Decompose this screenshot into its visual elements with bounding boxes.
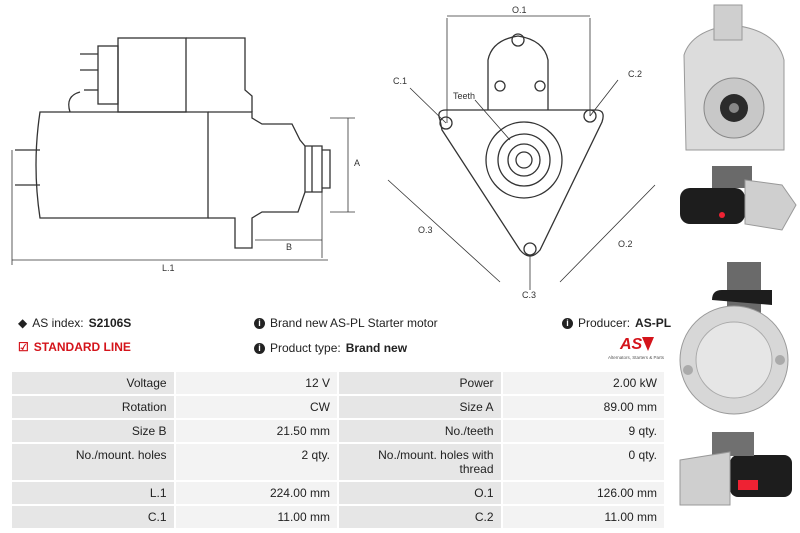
as-index-line: ◆ AS index: S2106S xyxy=(18,316,131,330)
solenoid-body xyxy=(117,37,187,113)
photo-angle xyxy=(679,432,792,506)
photo-rear xyxy=(679,262,789,415)
info-icon: i xyxy=(254,342,265,354)
brand-text: Brand new AS-PL Starter motor xyxy=(270,316,438,330)
spec-value-cell: 126.00 mm xyxy=(502,482,664,504)
spec-key-cell: Size A xyxy=(338,396,501,418)
spec-key-cell: C.2 xyxy=(338,506,501,528)
dim-a-label: A xyxy=(354,158,360,168)
spec-value-cell: 9 qty. xyxy=(502,420,664,442)
motor-body xyxy=(35,111,209,219)
product-type-line: i Product type: Brand new xyxy=(254,341,407,355)
spec-value-cell: 21.50 mm xyxy=(175,420,337,442)
spec-value-cell: 89.00 mm xyxy=(502,396,664,418)
dim-o1-label: O.1 xyxy=(512,5,527,15)
spec-key-cell: Power xyxy=(338,372,501,394)
dim-c1-label: C.1 xyxy=(393,76,407,86)
technical-drawing: A B L.1 O.1 C.1 C.2 Teeth O.3 O.2 C.3 xyxy=(11,5,656,300)
checkbox-icon: ☑ xyxy=(18,340,29,354)
dim-b-label: B xyxy=(286,242,292,252)
flange-front-view xyxy=(438,33,604,257)
logo-text: AS xyxy=(619,336,643,353)
producer-label: Producer: xyxy=(578,316,631,330)
info-icon: i xyxy=(254,317,265,329)
as-index-value: S2106S xyxy=(88,316,132,330)
photo-side xyxy=(680,166,797,231)
product-type-value: Brand new xyxy=(345,341,408,355)
spec-value-cell: 2 qty. xyxy=(175,444,337,480)
standard-line-label: STANDARD LINE xyxy=(33,340,131,354)
spec-key-cell: No./mount. holes with thread xyxy=(338,444,501,480)
spec-key-cell: No./teeth xyxy=(338,420,501,442)
spec-value-cell: CW xyxy=(175,396,337,418)
spec-key-cell: L.1 xyxy=(12,482,174,504)
spec-value-cell: 0 qty. xyxy=(502,444,664,480)
producer-value: AS-PL xyxy=(635,316,672,330)
dim-c3-label: C.3 xyxy=(522,290,536,300)
spec-key-cell: C.1 xyxy=(12,506,174,528)
spec-value-cell: 11.00 mm xyxy=(175,506,337,528)
spec-key-cell: No./mount. holes xyxy=(12,444,174,480)
tag-icon: ◆ xyxy=(18,316,28,330)
product-type-label: Product type: xyxy=(270,341,341,355)
spec-key-cell: Size B xyxy=(12,420,174,442)
spec-key-cell: Rotation xyxy=(12,396,174,418)
teeth-label: Teeth xyxy=(453,91,475,101)
spec-key-cell: Voltage xyxy=(12,372,174,394)
spec-value-cell: 224.00 mm xyxy=(175,482,337,504)
dim-o3-label: O.3 xyxy=(418,225,433,235)
product-photos xyxy=(679,4,797,506)
logo-tagline: Alternators, Starters & Parts xyxy=(608,355,665,360)
info-icon: i xyxy=(562,317,573,329)
standard-line: ☑ STANDARD LINE xyxy=(18,340,131,354)
spec-key-cell: O.1 xyxy=(338,482,501,504)
spec-value-cell: 2.00 kW xyxy=(502,372,664,394)
producer-line: i Producer: AS-PL xyxy=(562,316,671,330)
dim-o2-label: O.2 xyxy=(618,239,633,249)
brand-line: i Brand new AS-PL Starter motor xyxy=(254,316,438,330)
as-index-label: AS index: xyxy=(32,316,84,330)
dim-l1-label: L.1 xyxy=(162,263,175,273)
spec-value-cell: 11.00 mm xyxy=(502,506,664,528)
spec-value-cell: 12 V xyxy=(175,372,337,394)
dim-c2-label: C.2 xyxy=(628,69,642,79)
photo-front xyxy=(683,4,785,151)
as-pl-logo: AS Alternators, Starters & Parts xyxy=(608,336,665,360)
